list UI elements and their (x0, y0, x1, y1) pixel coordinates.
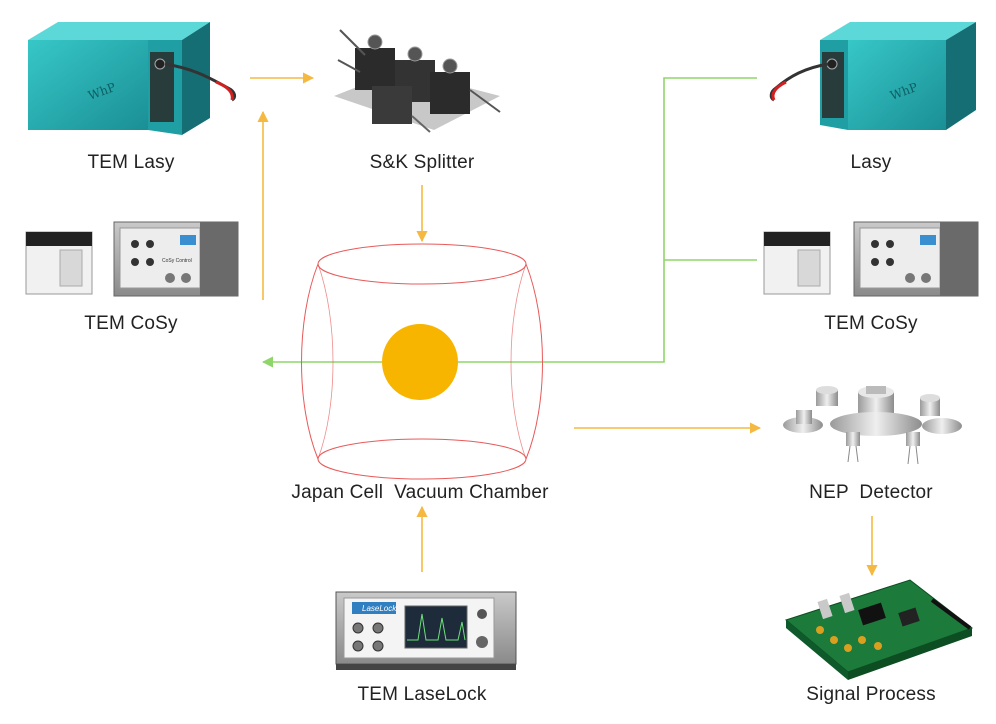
laser-unit-icon: WhP (28, 22, 237, 135)
label-splitter: S&K Splitter (369, 152, 475, 173)
splitter-icon (334, 29, 501, 133)
label-laselock: TEM LaseLock (357, 684, 487, 705)
svg-text:LaseLock: LaseLock (362, 604, 397, 613)
label-lasy: Lasy (850, 152, 892, 173)
cosy-controller-icon: CoSy Control (25, 221, 239, 297)
label-tem-lasy: TEM Lasy (87, 152, 175, 173)
sample-dot (382, 324, 458, 400)
laser-unit-icon: WhP (769, 22, 976, 130)
cosy-controller-icon (763, 221, 979, 297)
svg-text:CoSy Control: CoSy Control (162, 258, 192, 264)
label-chamber: Japan Cell Vacuum Chamber (291, 482, 549, 503)
detector-icon (783, 386, 962, 465)
label-signal-process: Signal Process (806, 684, 936, 705)
label-tem-cosy-right: TEM CoSy (824, 313, 918, 334)
vacuum-chamber-icon (301, 243, 543, 480)
label-detector: NEP Detector (809, 482, 933, 503)
circuit-board-icon (784, 579, 974, 680)
laselock-icon: LaseLock (335, 591, 517, 670)
label-tem-cosy-left: TEM CoSy (84, 313, 178, 334)
green-path-lasy-cosy-to-chamber (261, 77, 757, 368)
